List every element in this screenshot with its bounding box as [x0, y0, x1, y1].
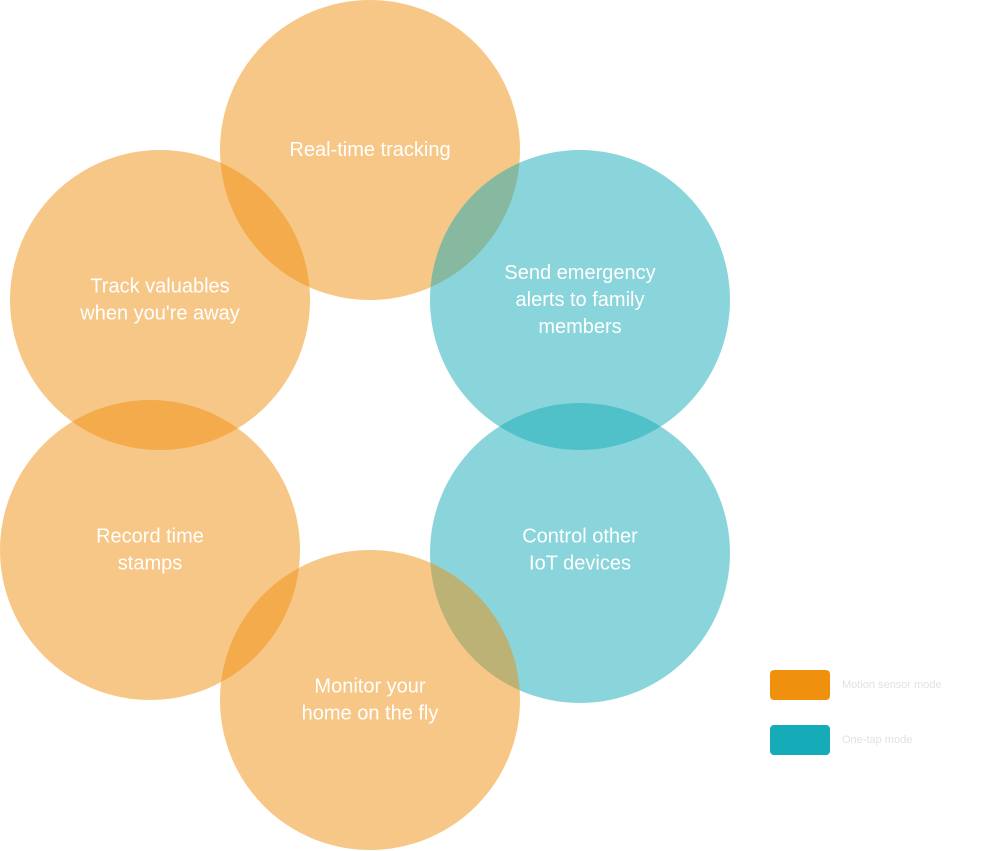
circle-record-time-stamps — [0, 400, 300, 700]
label-line: IoT devices — [529, 553, 631, 575]
label-record-time-stamps: Record time stamps — [96, 526, 204, 575]
circle-monitor-home — [220, 550, 520, 850]
circle-control-iot-devices — [430, 403, 730, 703]
label-line: when you're away — [79, 303, 239, 325]
legend-label-motion: Motion sensor mode — [842, 679, 942, 691]
label-real-time-tracking: Real-time tracking — [289, 139, 450, 161]
legend-label-one-tap: One-tap mode — [842, 734, 913, 746]
label-line: Real-time tracking — [289, 139, 450, 161]
label-line: Track valuables — [90, 276, 229, 298]
label-line: members — [538, 316, 621, 338]
legend-swatch-motion — [770, 670, 830, 700]
circle-track-valuables — [10, 150, 310, 450]
circle-real-time-tracking — [220, 0, 520, 300]
label-monitor-home: Monitor your home on the fly — [302, 676, 439, 725]
label-line: Record time — [96, 526, 204, 548]
label-line: home on the fly — [302, 703, 439, 725]
circle-send-emergency-alerts — [430, 150, 730, 450]
label-send-emergency-alerts: Send emergency alerts to family members — [504, 262, 655, 338]
label-line: Control other — [522, 526, 638, 548]
label-track-valuables: Track valuables when you're away — [79, 276, 239, 325]
legend-swatch-one-tap — [770, 725, 830, 755]
legend: Motion sensor mode One-tap mode — [770, 670, 970, 780]
legend-item-motion: Motion sensor mode — [770, 670, 970, 700]
legend-item-one-tap: One-tap mode — [770, 725, 970, 755]
label-line: Monitor your — [314, 676, 425, 698]
label-line: stamps — [118, 553, 182, 575]
label-line: alerts to family — [516, 289, 645, 311]
label-line: Send emergency — [504, 262, 655, 284]
